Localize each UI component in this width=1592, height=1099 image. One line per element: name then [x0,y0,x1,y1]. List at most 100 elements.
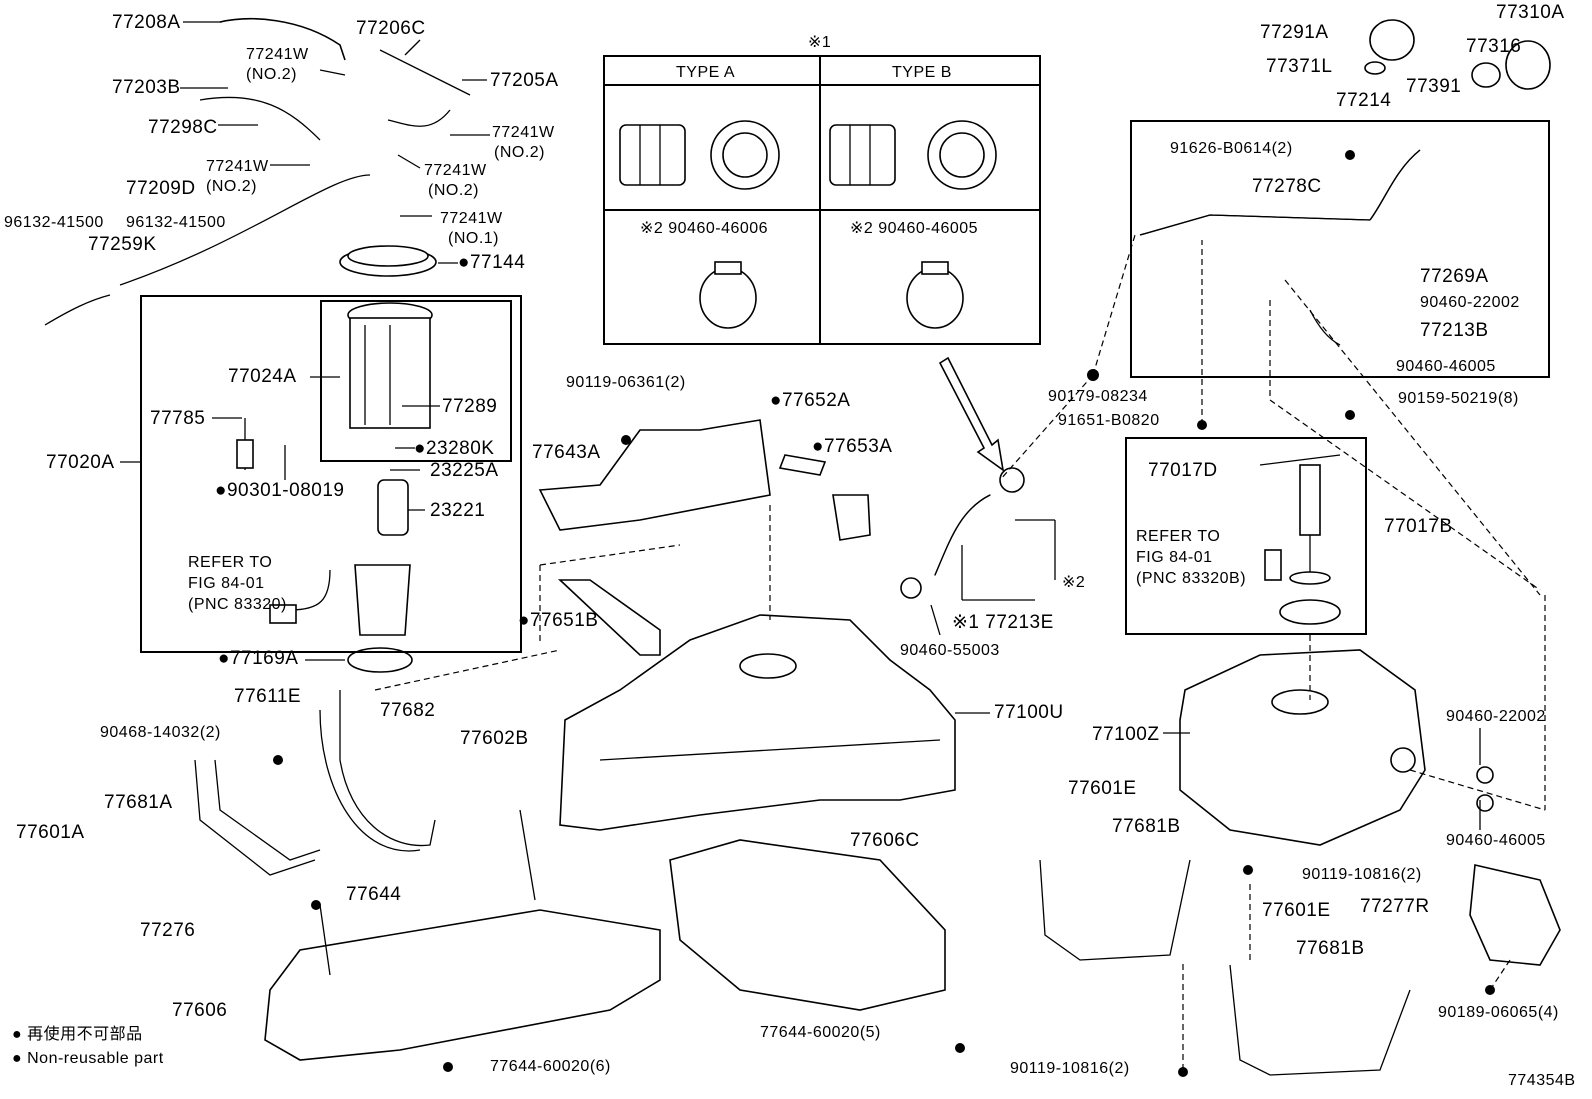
filler-pipe-box [1130,120,1550,378]
part-label[interactable]: 77100U [994,702,1064,723]
part-label[interactable]: 77206C [356,18,426,39]
refer-83320B-line3: (PNC 83320B) [1136,570,1247,587]
part-label[interactable]: 77601E [1262,900,1331,921]
part-label[interactable]: 77682 [380,700,436,721]
part-label[interactable]: 90119-10816(2) [1010,1060,1130,1077]
part-label[interactable]: 77213B [1420,320,1489,341]
part-label[interactable]: 77277R [1360,896,1430,917]
part-label[interactable]: 90159-50219(8) [1398,390,1519,407]
part-label[interactable]: 77316 [1466,36,1522,57]
part-label[interactable]: 96132-41500 [126,214,226,231]
part-label[interactable]: 77289 [442,396,498,417]
part-label[interactable]: 77606 [172,1000,228,1021]
direction-arrow-icon [938,356,1005,472]
bullet-icon: ● [12,1026,23,1043]
part-label[interactable]: 90460-22002 [1420,294,1520,311]
part-label: (NO.2) [494,144,545,161]
part-label[interactable]: 90460-22002 [1446,708,1546,725]
pad-77652A-icon [778,454,827,476]
part-label[interactable]: 77291A [1260,22,1329,43]
part-label[interactable]: 77643A [532,442,601,463]
heat-shield-icon [538,419,771,531]
part-label[interactable]: 90119-10816(2) [1302,866,1422,883]
part-label[interactable]: 77214 [1336,90,1392,111]
legend-jp-text: 再使用不可部品 [27,1026,143,1043]
part-label[interactable]: 77276 [140,920,196,941]
part-label[interactable]: 77298C [148,117,218,138]
refer-83320B-line1: REFER TO [1136,528,1221,545]
connector-type-b-icon [829,120,997,190]
part-label: (NO.2) [246,66,297,83]
part-label[interactable]: 77601E [1068,778,1137,799]
part-label[interactable]: 77100Z [1092,724,1160,745]
fuel-tank-77100U-icon [559,614,956,831]
part-label[interactable]: ●23280K [414,438,495,459]
part-label[interactable]: 90460-46005 [1396,358,1496,375]
part-label: (NO.2) [206,178,257,195]
part-label[interactable]: 96132-41500 [4,214,104,231]
part-label[interactable]: 90119-06361(2) [566,374,686,391]
part-label[interactable]: 77644-60020(5) [760,1024,881,1041]
part-label[interactable]: 77681A [104,792,173,813]
part-label[interactable]: ●90301-08019 [215,480,345,501]
part-label[interactable]: 77241W [246,46,309,63]
part-label[interactable]: ※1 77213E [952,612,1054,633]
part-label[interactable]: 77205A [490,70,559,91]
type-a-part-label: ※2 90460-46006 [640,220,769,237]
part-label[interactable]: 91651-B0820 [1058,412,1160,429]
clamp-type-b-icon [906,261,964,329]
connector-type-a-icon [619,120,780,190]
part-label[interactable]: 77259K [88,234,157,255]
part-label[interactable]: ●77652A [770,390,851,411]
part-label[interactable]: 77310A [1496,2,1565,23]
pad-77653A-icon [832,494,871,541]
part-label: (NO.1) [448,230,499,247]
pump-assembly-box [140,295,522,653]
part-label[interactable]: 77391 [1406,76,1462,97]
part-label[interactable]: 77785 [150,408,206,429]
part-label[interactable]: 90460-46005 [1446,832,1546,849]
part-label[interactable]: ●77651B [518,610,599,631]
type-b-label: TYPE B [892,64,952,81]
part-label[interactable]: 23221 [430,500,486,521]
part-label[interactable]: 77020A [46,452,115,473]
part-label[interactable]: 90189-06065(4) [1438,1004,1559,1021]
part-label[interactable]: 77644 [346,884,402,905]
part-label[interactable]: 77644-60020(6) [490,1058,611,1075]
pad-77651B-icon [557,579,661,656]
part-label[interactable]: 77241W [440,210,503,227]
filler-cap-ring-icon [1369,19,1415,61]
part-label[interactable]: 77602B [460,728,529,749]
part-label[interactable]: 77017D [1148,460,1218,481]
part-label[interactable]: 90460-55003 [900,642,1000,659]
part-label[interactable]: 77241W [424,162,487,179]
part-label[interactable]: 77601A [16,822,85,843]
bullet-icon: ● [12,1050,23,1067]
lock-ring-icon [339,245,437,277]
part-label[interactable]: 77611E [234,686,302,707]
part-label[interactable]: 90468-14032(2) [100,724,221,741]
fuel-tank-protector-77606C-icon [669,839,946,1011]
part-label[interactable]: 77017B [1384,516,1453,537]
part-label[interactable]: 77371L [1266,56,1333,77]
part-label[interactable]: ●77169A [218,648,299,669]
note-2-label: ※2 [1062,574,1086,591]
part-label[interactable]: 77269A [1420,266,1489,287]
part-label[interactable]: 91626-B0614(2) [1170,140,1293,157]
part-label[interactable]: ●77144 [458,252,526,273]
legend-en: ● Non-reusable part [12,1048,164,1070]
part-label[interactable]: 77681B [1296,938,1365,959]
part-label[interactable]: 90179-08234 [1048,388,1148,405]
part-label[interactable]: 77241W [206,158,269,175]
part-label[interactable]: ●77653A [812,436,893,457]
part-label[interactable]: 77208A [112,12,181,33]
part-label[interactable]: 77681B [1112,816,1181,837]
type-a-label: TYPE A [676,64,736,81]
part-label[interactable]: 77024A [228,366,297,387]
part-label[interactable]: 77241W [492,124,555,141]
part-label[interactable]: 23225A [430,460,499,481]
part-label[interactable]: 77203B [112,77,181,98]
part-label[interactable]: 77209D [126,178,196,199]
part-label[interactable]: 77606C [850,830,920,851]
part-label[interactable]: 77278C [1252,176,1322,197]
